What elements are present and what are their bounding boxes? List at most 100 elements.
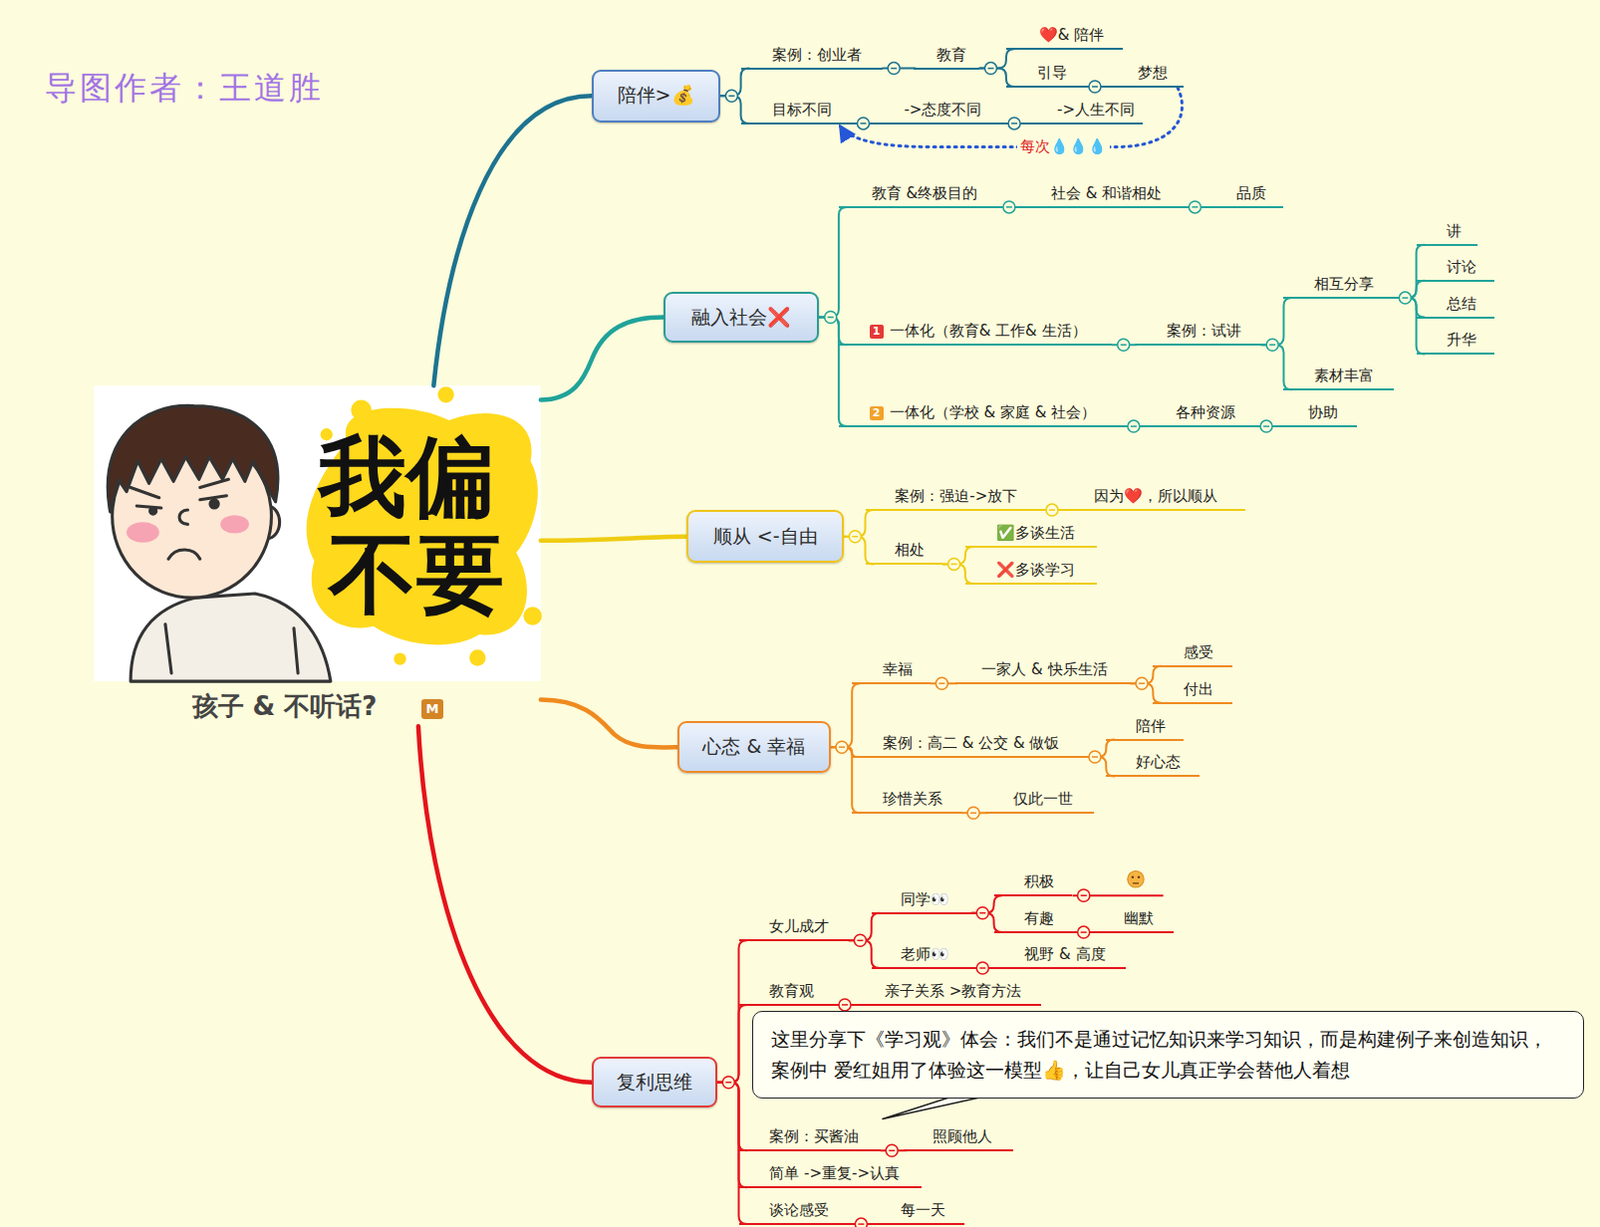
topic-text: 付出	[1183, 680, 1214, 699]
branch-connector	[717, 940, 748, 1082]
collapse-toggle-minus	[827, 316, 834, 319]
topic-text: ->人生不同	[1057, 100, 1135, 119]
topic: 各种资源	[1146, 402, 1256, 428]
splash-dot	[523, 606, 541, 625]
topic-text: 有趣	[1024, 909, 1055, 928]
branch-box: 融入社会❌	[663, 291, 820, 343]
topic-text: ❌多谈学习	[996, 560, 1075, 579]
topic: ❌多谈学习	[965, 559, 1097, 585]
collapse-toggle	[725, 89, 738, 102]
topic-text: 谈论感受	[769, 1201, 829, 1220]
branch-connector	[833, 1004, 860, 1007]
topic: ❤️& 陪伴	[1006, 24, 1123, 50]
note-text: 这里分享下《学习观》体会：我们不是通过记忆知识来学习知识，而是构建例子来创造知识…	[771, 1028, 1548, 1081]
topic: 视野 & 高度	[994, 944, 1126, 970]
collapse-toggle	[1088, 80, 1101, 93]
topic-text: ❤️& 陪伴	[1039, 25, 1104, 44]
boy-arm	[165, 624, 298, 674]
topic: 案例：试讲	[1134, 320, 1262, 346]
topic: 亲子关系 >教育方法	[856, 981, 1041, 1007]
branch-connector	[433, 95, 592, 386]
emoji-eye	[1137, 876, 1140, 879]
branch-connector	[1393, 245, 1425, 298]
branch-connector	[717, 1082, 748, 1152]
collapse-toggle-minus	[1080, 894, 1087, 897]
branch-connector	[1261, 344, 1293, 390]
branch-connector	[1083, 85, 1111, 88]
topic: 案例：买酱油	[739, 1126, 881, 1152]
topic: 品质	[1206, 183, 1285, 209]
collapse-toggle-minus	[979, 912, 986, 915]
yellow-splash	[306, 386, 542, 667]
collapse-toggle	[1398, 291, 1411, 304]
callout-tail	[882, 1097, 980, 1120]
branch-connector	[962, 811, 989, 814]
topic: 一家人 & 快乐生活	[955, 659, 1131, 685]
topic: 陪伴	[1105, 716, 1184, 742]
topic-text: 讨论	[1446, 258, 1477, 276]
collapse-toggle-minus	[988, 67, 995, 70]
topic: 讨论	[1416, 257, 1496, 282]
collapse-toggle-minus	[1269, 343, 1276, 346]
topic-text: 教育观	[769, 982, 814, 1001]
collapse-toggle-minus	[1006, 206, 1013, 209]
topic-text: 一体化（教育& 工作& 生活）	[889, 321, 1087, 340]
sticker-text: 不要	[328, 523, 505, 626]
collapse-toggle-minus	[888, 1150, 895, 1153]
collapse-toggle	[835, 741, 848, 754]
topic-text: 相互分享	[1314, 274, 1374, 293]
markdown-badge: M	[421, 699, 444, 720]
topic: 付出	[1152, 679, 1233, 705]
sticker-text: 我偏	[318, 425, 495, 529]
collapse-toggle-minus	[851, 535, 858, 538]
collapse-toggle	[885, 1144, 898, 1157]
collapse-toggle-minus	[856, 940, 863, 943]
collapse-toggle-minus	[1091, 756, 1098, 759]
callout-number: 2	[869, 406, 884, 421]
topic-text: 案例：创业者	[772, 45, 862, 64]
collapse-toggle	[1003, 201, 1016, 214]
topic: 相处	[865, 539, 944, 565]
collapse-toggle-minus	[951, 563, 958, 566]
topic-text: 教育	[936, 45, 967, 64]
topic-text: 总结	[1446, 294, 1477, 313]
topic: 简单 ->重复->认真	[739, 1163, 922, 1189]
topic: 教育 &终极目的	[838, 183, 999, 209]
boy-nose	[179, 510, 188, 525]
topic-text: 同学👀	[900, 890, 950, 909]
branch-connector	[540, 700, 678, 749]
splash-dot	[393, 652, 406, 665]
collapse-toggle-minus	[1011, 122, 1018, 125]
collapse-toggle	[976, 907, 989, 920]
topic: 有趣	[994, 908, 1073, 934]
collapse-toggle-minus	[728, 95, 735, 98]
branch-connector	[971, 967, 997, 970]
collapse-toggle-minus	[1138, 682, 1145, 685]
branch-connector	[849, 1223, 876, 1226]
topic-text: 目标不同	[772, 100, 832, 119]
topic-text: 案例：强迫->放下	[894, 487, 1018, 506]
collapse-toggle-minus	[1401, 296, 1408, 299]
topic-text: 素材丰富	[1314, 366, 1374, 385]
topic-text: 案例：试讲	[1166, 321, 1242, 340]
topic: 仅此一世	[985, 789, 1094, 814]
collapse-toggle-minus	[860, 122, 867, 125]
collapse-toggle-minus	[725, 1081, 732, 1084]
topic-text: 孩子 & 不听话?	[192, 690, 378, 723]
collapse-toggle	[848, 531, 861, 543]
topic: 相互分享	[1283, 273, 1394, 299]
topic-underline	[1071, 894, 1163, 897]
collapse-toggle	[1117, 338, 1130, 351]
collapse-toggle	[824, 311, 837, 324]
topic-text: 幽默	[1123, 909, 1154, 928]
collapse-toggle-minus	[938, 682, 945, 685]
dotted-arrow	[839, 87, 1183, 148]
topic-text: 简单 ->重复->认真	[769, 1164, 900, 1183]
topic: 因为❤️，所以顺从	[1065, 486, 1245, 512]
topic: 案例：强迫->放下	[865, 486, 1042, 512]
topic: 2一体化（学校 & 家庭 & 社会）	[838, 402, 1123, 428]
topic-text: 各种资源	[1175, 403, 1236, 422]
boy-figure	[107, 405, 331, 682]
boy-blush	[126, 522, 160, 542]
topic: 引导	[1006, 62, 1084, 88]
